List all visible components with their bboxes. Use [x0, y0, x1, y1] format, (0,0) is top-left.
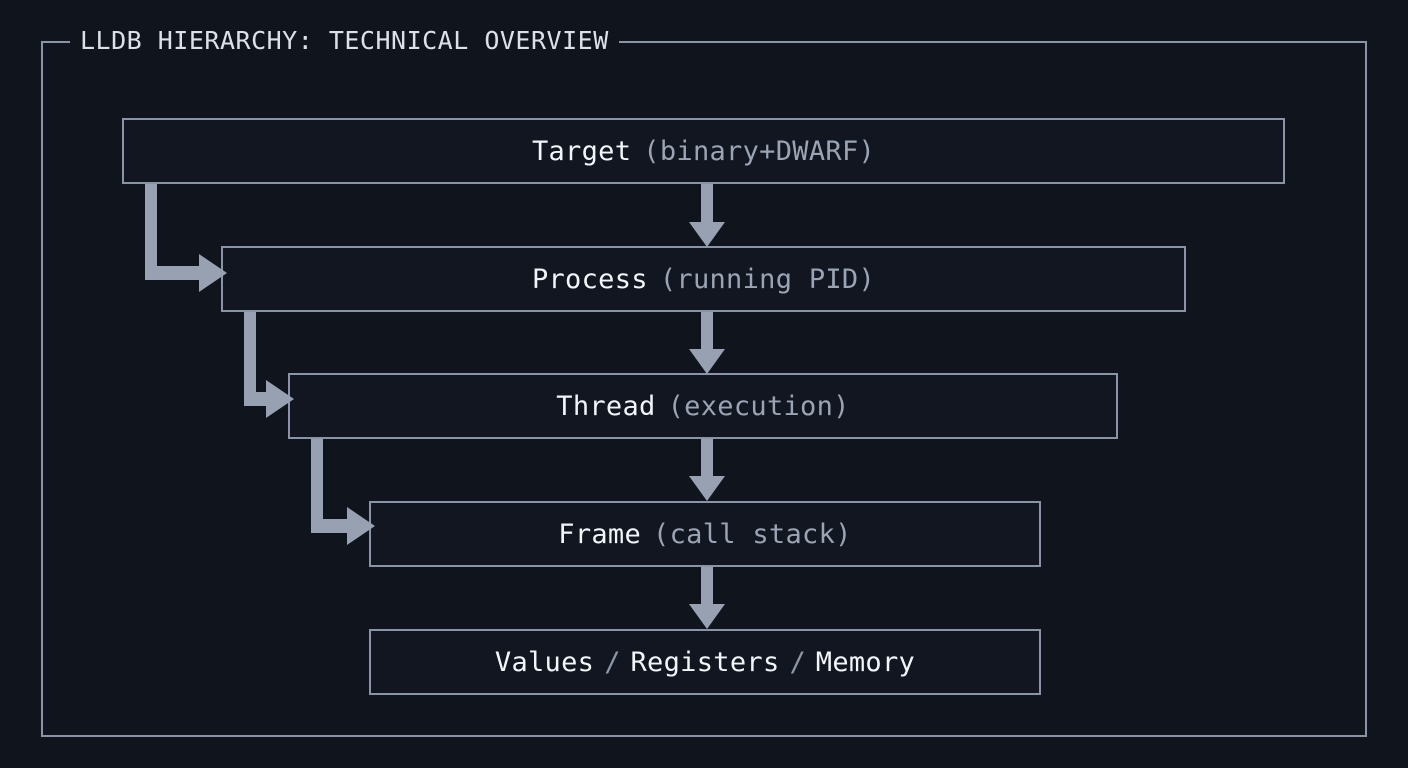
- node-thread-label: Thread: [556, 390, 656, 422]
- node-process[interactable]: Process (running PID): [221, 246, 1186, 312]
- node-target[interactable]: Target (binary+DWARF): [122, 118, 1285, 184]
- node-thread-detail: (execution): [667, 390, 850, 422]
- leaf-separator-2: /: [789, 646, 806, 678]
- leaf-part-memory: Memory: [815, 646, 916, 678]
- frame-title-gap: [70, 30, 619, 52]
- node-frame-detail: (call stack): [653, 518, 852, 550]
- node-values-registers-memory[interactable]: Values / Registers / Memory: [369, 629, 1041, 695]
- node-process-label: Process: [531, 263, 648, 295]
- node-thread[interactable]: Thread (execution): [288, 373, 1118, 439]
- outer-frame: [41, 41, 1367, 737]
- node-process-detail: (running PID): [659, 263, 876, 295]
- node-frame-label: Frame: [558, 518, 642, 550]
- leaf-part-values: Values: [494, 646, 595, 678]
- leaf-part-registers: Registers: [630, 646, 780, 678]
- node-target-detail: (binary+DWARF): [643, 135, 876, 167]
- leaf-separator-1: /: [604, 646, 621, 678]
- page-title: LLDB HIERARCHY: TECHNICAL OVERVIEW: [80, 26, 609, 55]
- node-target-label: Target: [531, 135, 632, 167]
- node-frame[interactable]: Frame (call stack): [369, 501, 1041, 567]
